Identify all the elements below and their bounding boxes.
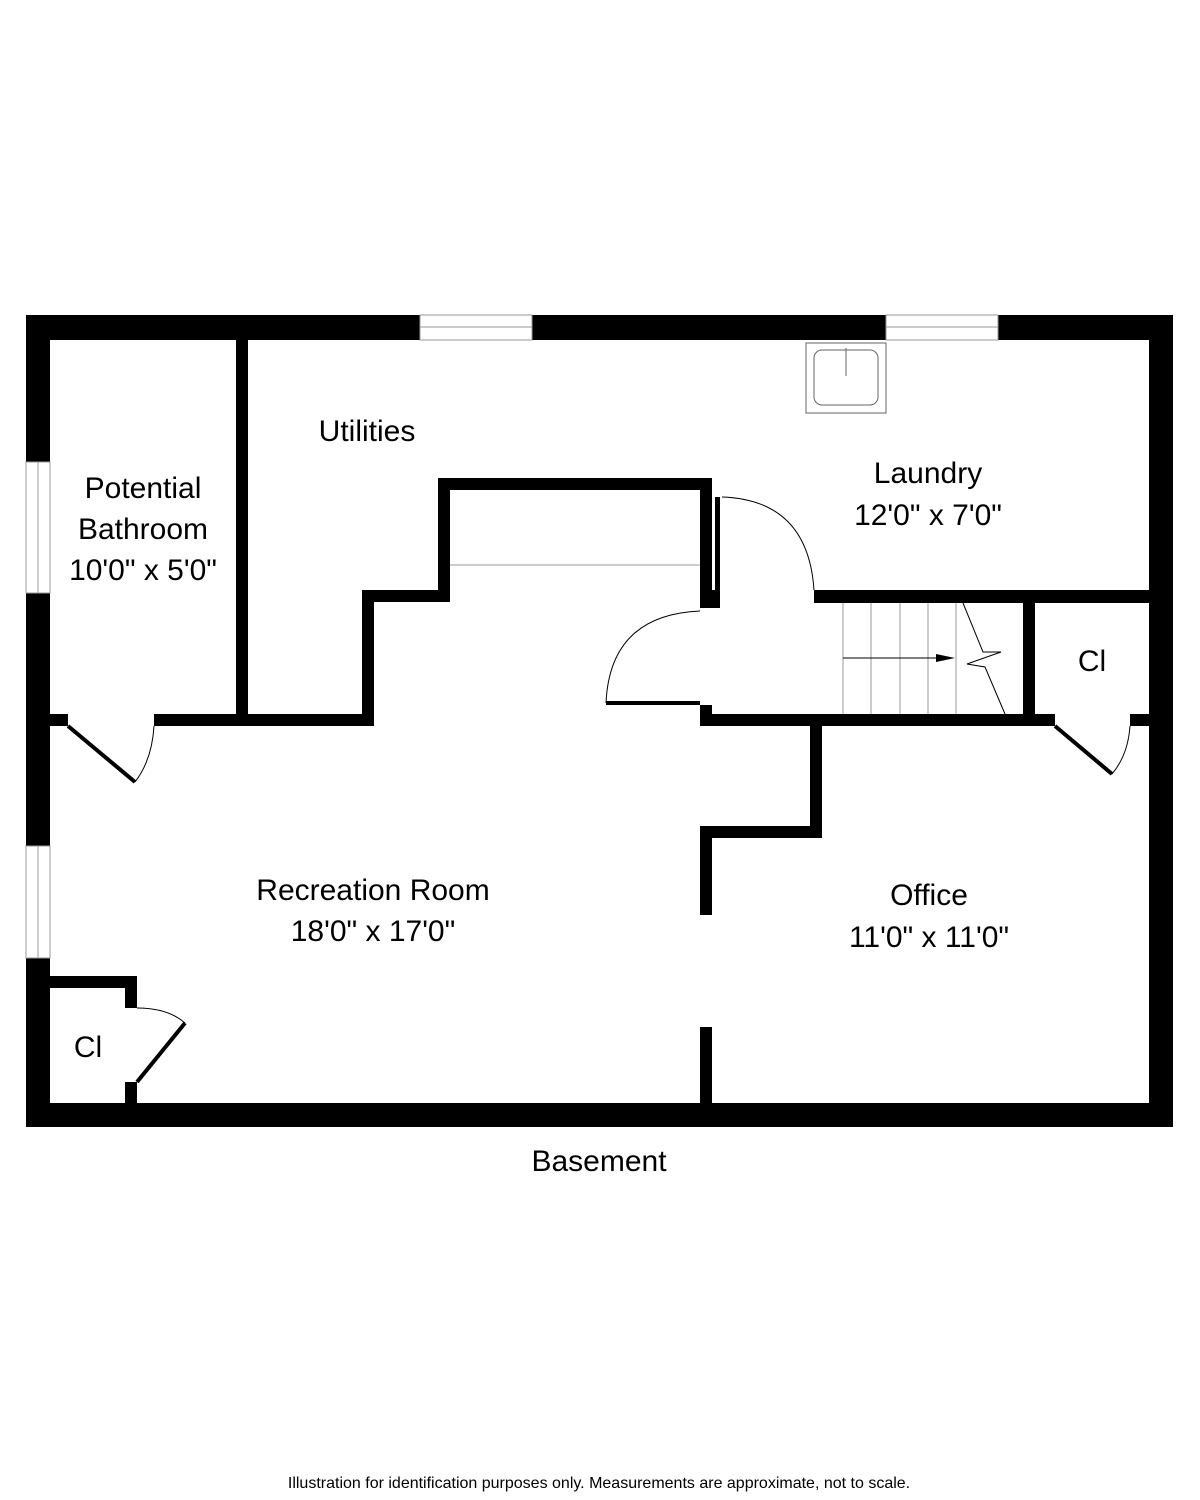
room-bathroom-name2: Bathroom bbox=[78, 513, 208, 546]
arrow-icon bbox=[936, 654, 955, 662]
disclaimer: Illustration for identification purposes… bbox=[288, 1475, 910, 1492]
room-recreation-name: Recreation Room bbox=[256, 874, 489, 907]
windows bbox=[25, 314, 999, 959]
sink-icon bbox=[805, 342, 887, 414]
room-closet-right: Cl bbox=[1078, 645, 1106, 678]
room-office-name: Office bbox=[890, 879, 968, 912]
room-bathroom-name: Potential bbox=[85, 472, 202, 505]
doors[interactable] bbox=[66, 496, 1131, 1084]
walls bbox=[26, 315, 1173, 1127]
floor-name: Basement bbox=[531, 1145, 667, 1178]
room-closet-left: Cl bbox=[74, 1031, 102, 1064]
room-laundry-name: Laundry bbox=[874, 457, 982, 490]
room-bathroom-size: 10'0" x 5'0" bbox=[69, 554, 217, 587]
stairs bbox=[842, 602, 1006, 715]
room-recreation-size: 18'0" x 17'0" bbox=[291, 915, 456, 948]
room-laundry-size: 12'0" x 7'0" bbox=[854, 499, 1002, 532]
room-utilities: Utilities bbox=[319, 415, 416, 448]
room-office-size: 11'0" x 11'0" bbox=[849, 921, 1009, 954]
